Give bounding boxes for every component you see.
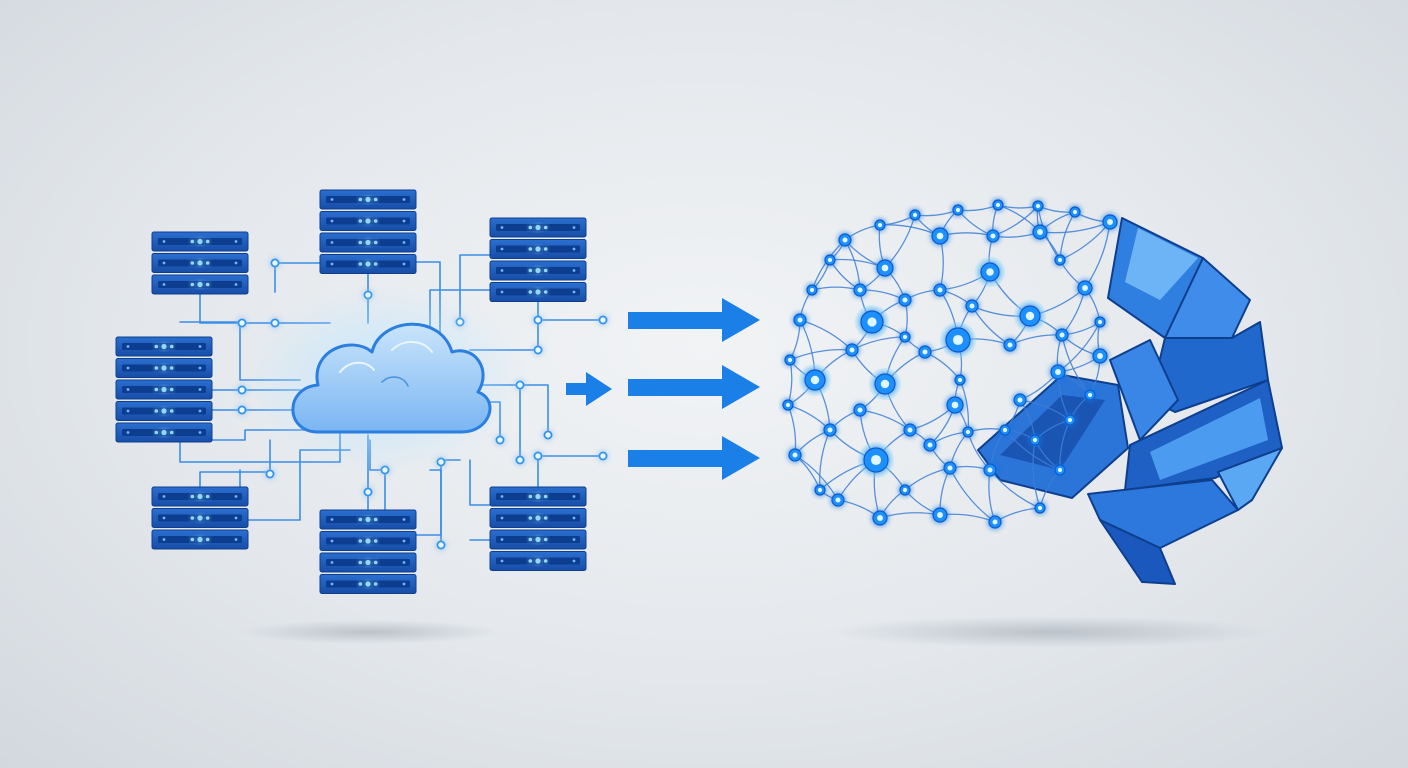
arrows xyxy=(566,298,760,480)
neural-node xyxy=(1050,364,1066,380)
neural-node xyxy=(1055,328,1069,342)
neural-node xyxy=(943,461,957,475)
neural-node xyxy=(1029,434,1041,446)
brain-icon xyxy=(977,217,1283,585)
neural-node xyxy=(1084,389,1096,401)
neural-node xyxy=(1003,338,1017,352)
neural-node xyxy=(1032,224,1048,240)
neural-node xyxy=(986,229,1000,243)
neural-node xyxy=(831,493,845,507)
neural-node xyxy=(933,283,947,297)
arrow-middle xyxy=(628,365,760,409)
neural-node xyxy=(782,399,794,411)
server-racks xyxy=(115,189,587,594)
neural-node xyxy=(1054,254,1066,266)
neural-node xyxy=(946,396,964,414)
neural-node xyxy=(1014,300,1046,332)
neural-node xyxy=(784,354,796,366)
arrow-top xyxy=(628,298,760,342)
neural-node xyxy=(853,283,867,297)
neural-node xyxy=(899,484,911,496)
neural-nodes xyxy=(782,199,1118,529)
neural-node xyxy=(874,219,886,231)
neural-node xyxy=(814,484,826,496)
neural-node xyxy=(823,423,837,437)
arrow-bottom xyxy=(628,436,760,480)
server-rack-icon xyxy=(151,486,249,550)
neural-node xyxy=(788,448,802,462)
neural-node xyxy=(899,331,911,343)
neural-node xyxy=(824,254,836,266)
server-rack-icon xyxy=(319,509,417,594)
neural-node xyxy=(1034,502,1046,514)
neural-node xyxy=(872,510,888,526)
neural-node xyxy=(1094,316,1106,328)
neural-node xyxy=(898,293,912,307)
neural-node xyxy=(988,515,1002,529)
server-rack-icon xyxy=(489,486,587,571)
neural-node xyxy=(918,345,932,359)
neural-node xyxy=(1092,348,1108,364)
neural-node xyxy=(1032,200,1044,212)
neural-node xyxy=(845,343,859,357)
neural-node xyxy=(1069,206,1081,218)
neural-node xyxy=(975,257,1005,287)
neural-node xyxy=(855,305,889,339)
server-rack-icon xyxy=(319,189,417,274)
server-rack-icon xyxy=(115,336,213,443)
neural-node xyxy=(1102,214,1118,230)
neural-node xyxy=(992,199,1004,211)
neural-node xyxy=(931,227,949,245)
neural-node xyxy=(903,423,917,437)
neural-node xyxy=(923,438,937,452)
neural-node xyxy=(1013,393,1027,407)
arrow-small xyxy=(566,372,612,406)
neural-node xyxy=(1054,464,1066,476)
neural-node xyxy=(999,424,1011,436)
neural-node xyxy=(853,403,867,417)
neural-node xyxy=(1077,280,1093,296)
cloud-icon xyxy=(245,285,525,475)
neural-node xyxy=(799,364,831,396)
neural-node xyxy=(909,209,921,221)
server-rack-icon xyxy=(151,231,249,295)
neural-node xyxy=(983,463,997,477)
right-shadow xyxy=(830,616,1270,648)
neural-node xyxy=(954,374,966,386)
neural-node xyxy=(793,313,807,327)
neural-node xyxy=(952,204,964,216)
left-shadow xyxy=(240,620,500,644)
neural-node xyxy=(876,259,894,277)
neural-node xyxy=(940,322,976,358)
neural-node xyxy=(838,233,852,247)
neural-node xyxy=(858,442,894,478)
server-rack-icon xyxy=(489,217,587,302)
neural-node xyxy=(962,426,974,438)
neural-node xyxy=(806,284,818,296)
neural-node xyxy=(932,507,948,523)
neural-node xyxy=(1064,414,1076,426)
neural-node xyxy=(965,299,979,313)
neural-node xyxy=(869,368,901,400)
